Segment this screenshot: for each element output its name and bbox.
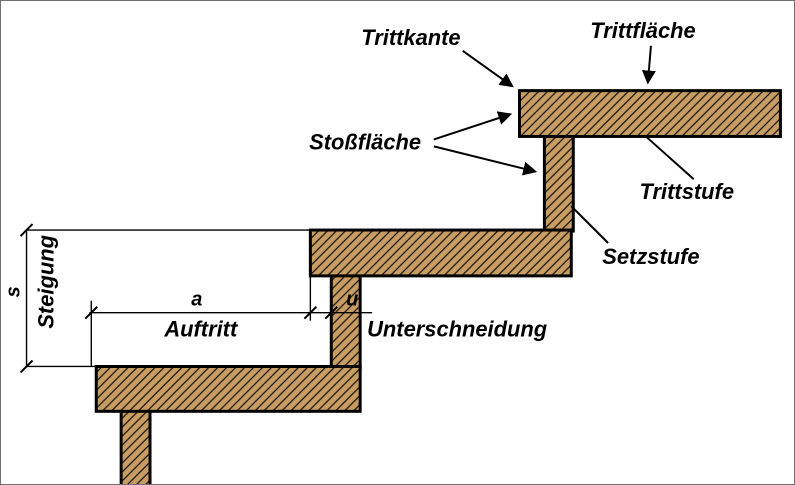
dimension-tick [19, 223, 34, 237]
going-label: Auftritt [163, 317, 239, 342]
tread-surface-arrow [641, 45, 656, 85]
riser-step-leader-line [570, 205, 609, 244]
tread-surface-label: Trittfläche [590, 18, 695, 43]
dimension-tick [324, 306, 338, 320]
undercut-symbol-label: u [346, 289, 358, 311]
dimension-tick [84, 306, 98, 320]
dimension-tick [19, 359, 34, 374]
going-symbol-label: a [191, 289, 202, 311]
tread-step-leader-line [646, 136, 695, 181]
tread-edge-arrow [462, 49, 514, 88]
top-riser-board [542, 132, 575, 233]
bottom-riser-board [119, 407, 152, 484]
top-tread-board [518, 89, 782, 138]
riser-face-arrow-upper [433, 111, 513, 141]
rise-label: Steigung [33, 235, 58, 329]
rise-symbol-label: s [3, 286, 25, 297]
tread-step-label: Trittstufe [640, 179, 734, 204]
middle-tread-board [308, 228, 573, 278]
riser-face-label: Stoßfläche [309, 129, 421, 154]
tread-edge-label: Trittkante [361, 25, 460, 50]
riser-face-arrow-lower [433, 145, 538, 176]
undercut-label: Unterschneidung [367, 317, 547, 342]
riser-step-label: Setzstufe [602, 244, 699, 269]
bottom-tread-board [94, 364, 362, 413]
dimension-tick [303, 306, 318, 320]
